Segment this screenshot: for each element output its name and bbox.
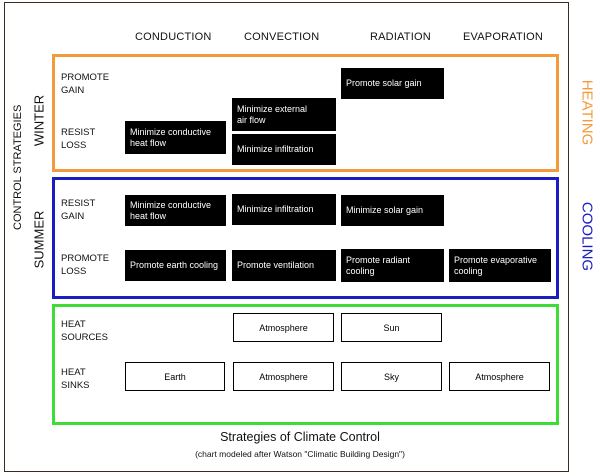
control-strategies-label: CONTROL STRATEGIES [12,104,24,230]
summer-label: SUMMER [31,210,47,269]
row-label-promote-loss: PROMOTE LOSS [61,253,110,277]
diagram-subtitle: (chart modeled after Watson "Climatic Bu… [195,449,405,459]
cooling-label: COOLING [578,201,596,272]
summer-cooling-section [52,177,559,299]
minimize-infiltration-box-summer: Minimize infiltration [232,194,336,225]
minimize-external-air-flow-box: Minimize external air flow [232,98,336,131]
heat-sources-sinks-section [52,304,559,425]
row-label-resist-gain: RESIST GAIN [61,198,96,222]
heat-sink-atmosphere-box-evaporation: Atmosphere [449,362,550,391]
row-label-heat-sources: HEAT SOURCES [61,319,108,343]
column-header-conduction: CONDUCTION [135,31,212,43]
heat-sink-sky-box: Sky [341,362,442,391]
promote-solar-gain-box: Promote solar gain [341,68,444,99]
heat-source-atmosphere-box: Atmosphere [233,313,334,342]
diagram-title: Strategies of Climate Control [220,430,380,444]
row-label-promote-gain: PROMOTE GAIN [61,72,110,96]
diagram-frame [4,2,569,472]
heat-source-sun-box: Sun [341,313,442,342]
minimize-infiltration-box-winter: Minimize infiltration [232,134,336,165]
promote-earth-cooling-box: Promote earth cooling [125,250,226,281]
winter-label: WINTER [31,94,47,147]
heat-sink-earth-box: Earth [125,362,225,391]
promote-evaporative-cooling-box: Promote evaporative cooling [449,249,551,282]
promote-ventilation-box: Promote ventilation [232,250,336,281]
row-label-resist-loss: RESIST LOSS [61,127,96,151]
minimize-conductive-heat-flow-box-winter: Minimize conductive heat flow [125,121,226,154]
row-label-heat-sinks: HEAT SINKS [61,367,90,391]
promote-radiant-cooling-box: Promote radiant cooling [341,249,444,282]
minimize-conductive-heat-flow-box-summer: Minimize conductive heat flow [125,195,226,226]
heating-label: HEATING [578,79,596,146]
heat-sink-atmosphere-box-convection: Atmosphere [233,362,334,391]
minimize-solar-gain-box: Minimize solar gain [341,195,444,226]
column-header-radiation: RADIATION [370,31,431,43]
column-header-evaporation: EVAPORATION [463,31,544,43]
winter-heating-section [52,54,559,172]
column-header-convection: CONVECTION [244,31,320,43]
